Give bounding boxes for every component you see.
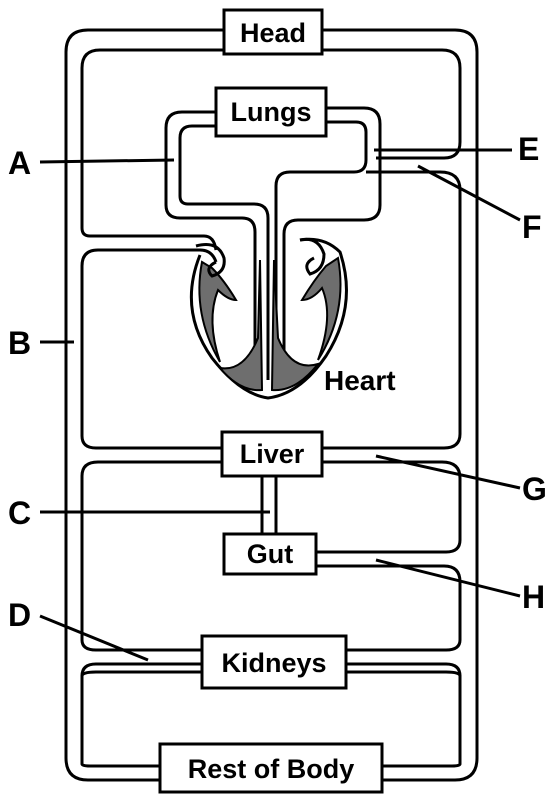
callout-lines: [40, 150, 520, 660]
liver-vessel-left: [82, 462, 222, 640]
pulmonary-vein-inner: [276, 122, 366, 380]
callout-line-f: [418, 166, 520, 220]
gut-label: Gut: [247, 539, 294, 569]
inner-vessel-top: [82, 50, 224, 236]
callout-label-d: D: [8, 597, 31, 633]
callout-label-g: G: [522, 471, 547, 507]
rest-of-body-label: Rest of Body: [188, 754, 355, 784]
lungs-label: Lungs: [231, 97, 312, 127]
renal-vessel-lower-right: [346, 672, 460, 676]
renal-vessel-right-top: [346, 640, 460, 650]
aorta-vessel: [322, 172, 460, 448]
callout-line-a: [40, 160, 174, 162]
heart-right-atrium: [300, 239, 324, 274]
callout-label-e: E: [518, 131, 539, 167]
outer-vessel-outline: [66, 30, 224, 780]
callout-label-f: F: [522, 209, 542, 245]
heart: Heart: [191, 239, 395, 398]
callout-label-h: H: [522, 579, 545, 615]
callout-label-a: A: [8, 145, 31, 181]
callout-line-d: [40, 616, 148, 660]
callout-label-b: B: [8, 325, 31, 361]
renal-vessel-lower-left: [82, 672, 202, 676]
kidneys-label: Kidneys: [221, 648, 326, 678]
callout-label-c: C: [8, 495, 31, 531]
liver-label: Liver: [240, 439, 305, 469]
aorta-outer: [322, 172, 460, 448]
head-label: Head: [240, 18, 306, 48]
inner-vessel-top-right: [322, 50, 460, 158]
liver-vessel-right: [316, 462, 460, 552]
heart-label: Heart: [324, 365, 396, 396]
callout-line-g: [376, 456, 520, 488]
heart-septum-right: [272, 260, 318, 390]
